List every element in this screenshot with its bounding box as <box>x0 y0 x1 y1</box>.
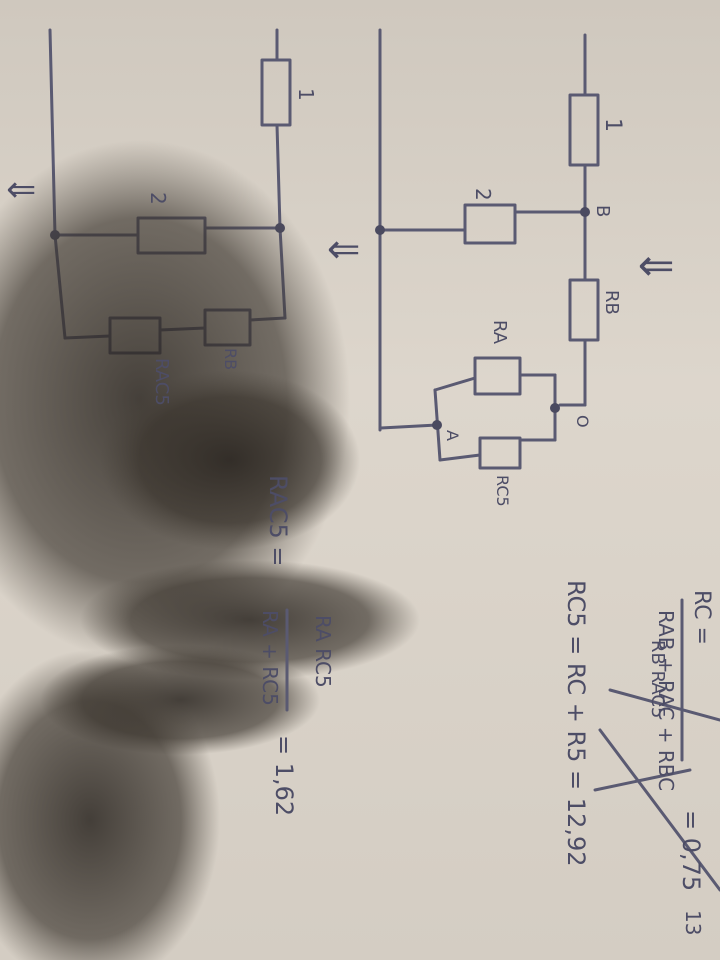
resistor-1-right <box>568 93 600 167</box>
resistor-1-left <box>260 58 292 127</box>
resistor-rb-right <box>568 278 600 342</box>
right-circuit <box>375 28 600 470</box>
resistor-ra-right <box>473 356 522 396</box>
node-a <box>432 420 442 430</box>
resistor-rc5-right <box>478 436 522 470</box>
hand-shadow <box>0 140 420 960</box>
resistor-2-right <box>463 203 517 245</box>
node-o <box>550 403 560 413</box>
struck-out-fraction <box>593 688 720 892</box>
node-b-right <box>580 207 590 217</box>
